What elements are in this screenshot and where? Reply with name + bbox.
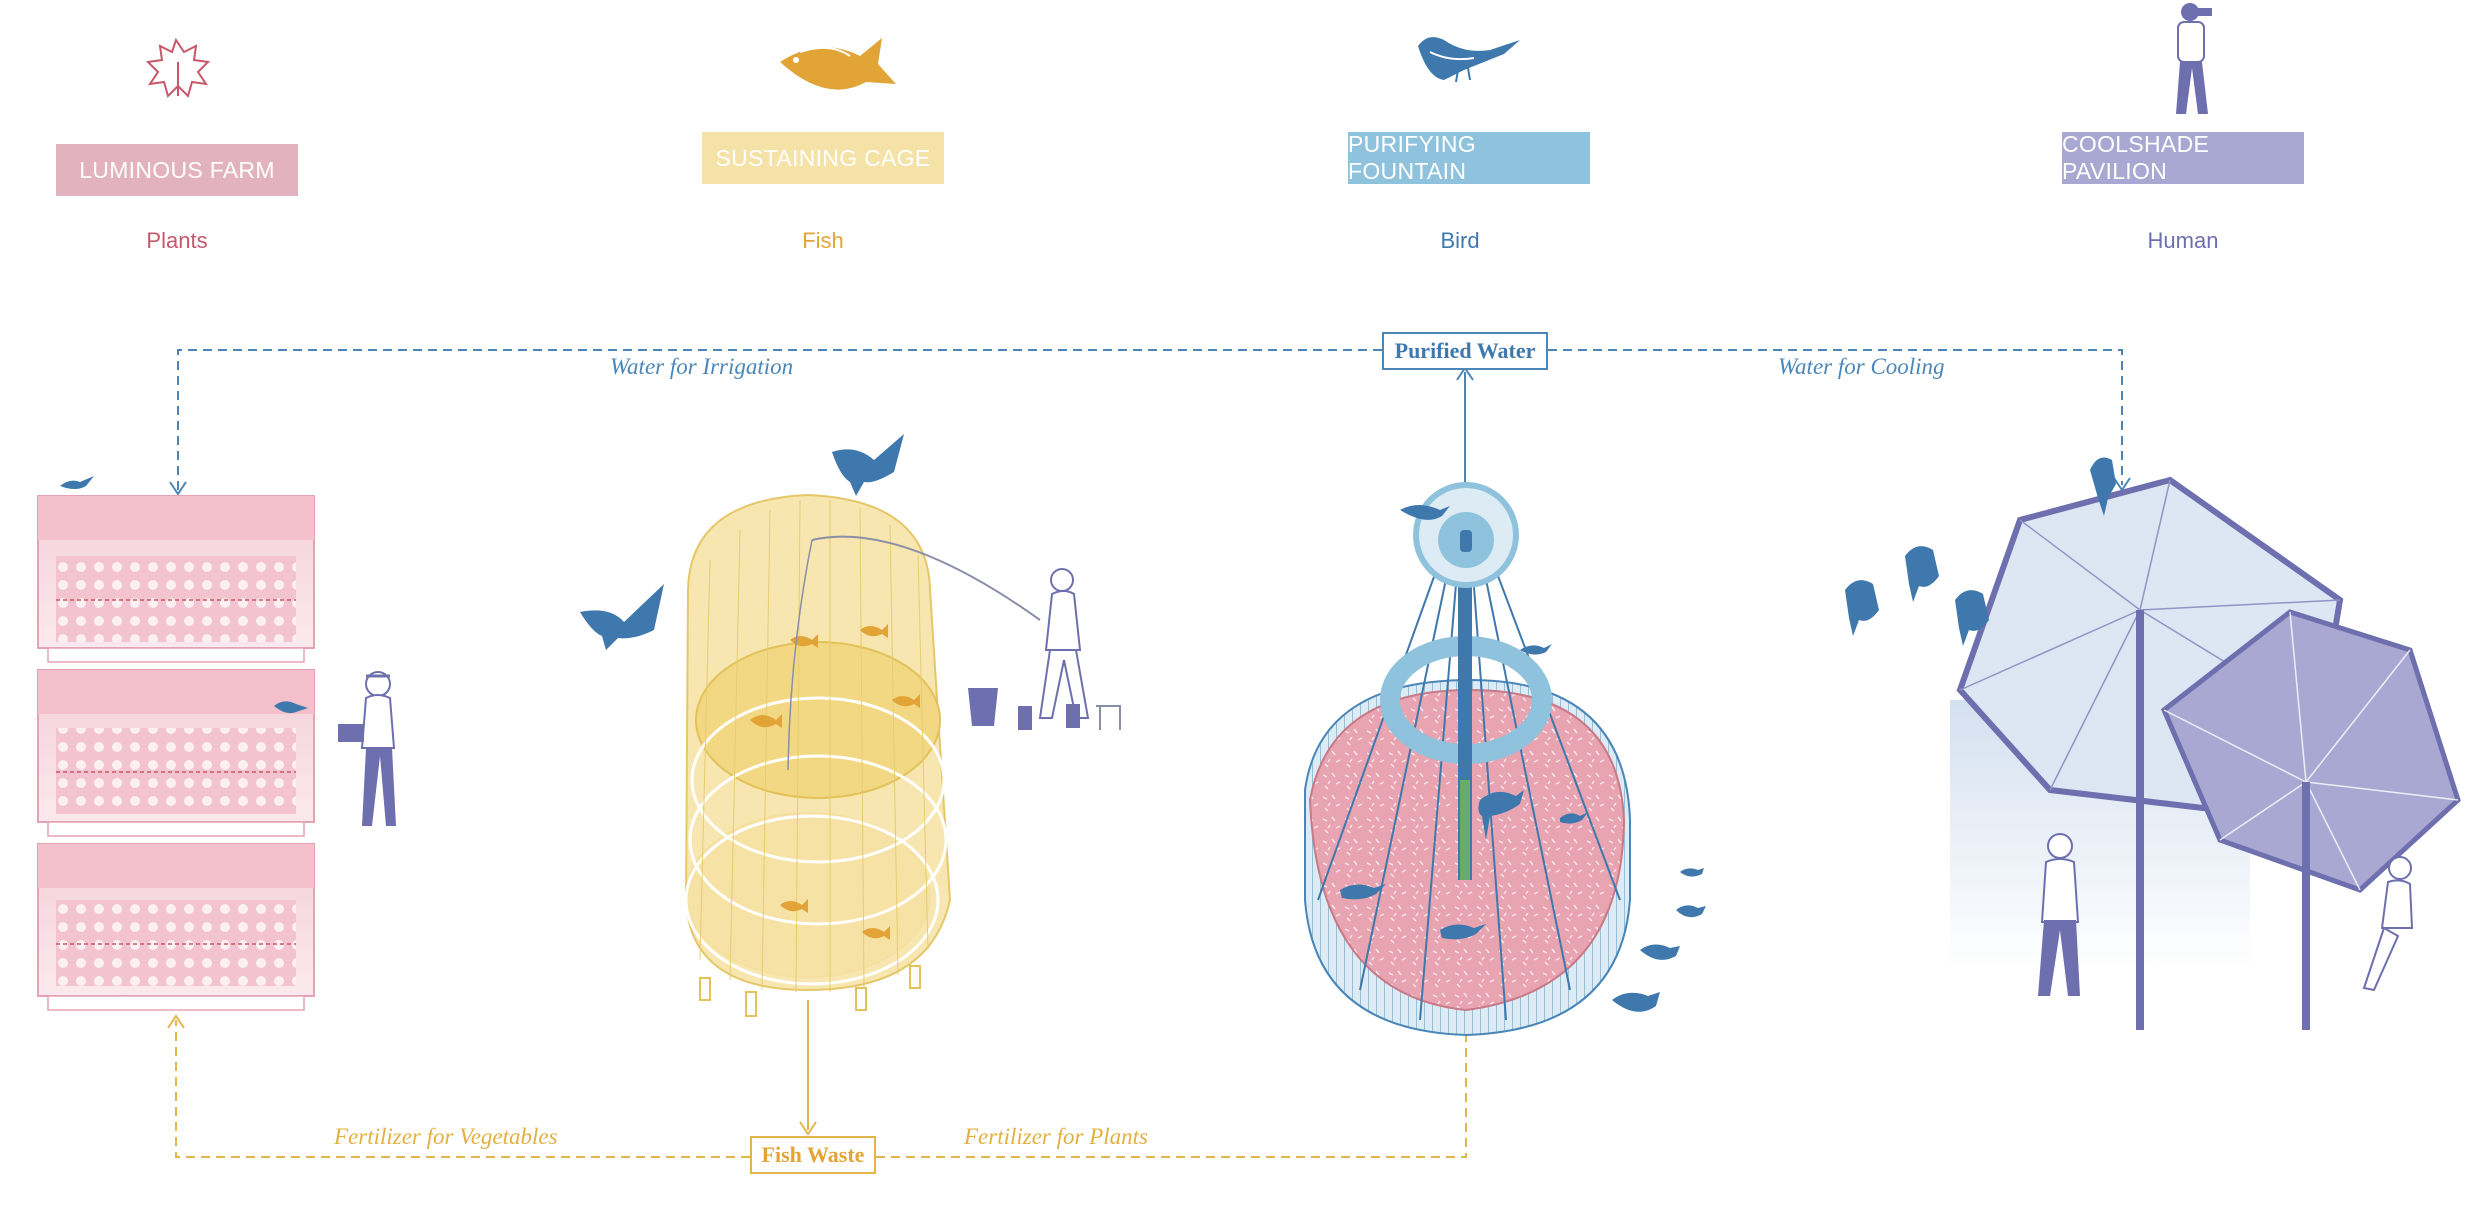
farm-racks	[37, 476, 315, 1011]
farm-shelf	[37, 495, 315, 663]
fertilizer-arrow-farm	[167, 1014, 185, 1029]
coolshade-pavilion-label: COOLSHADE PAVILION	[2062, 131, 2304, 184]
fisher-figure	[968, 568, 1121, 730]
water-arrow-farm	[169, 481, 187, 496]
waste-flow-lines	[175, 1020, 1467, 1158]
species-fish: Fish	[802, 228, 844, 253]
fertilizer-for-vegetables-label: Fertilizer for Vegetables	[334, 1124, 558, 1149]
species-human: Human	[2147, 228, 2219, 253]
purifying-fountain	[1304, 482, 1706, 1037]
human-figure	[2038, 833, 2080, 996]
eagle-figure	[832, 434, 904, 496]
farm-shelf	[37, 669, 315, 837]
farm-shelf	[37, 843, 315, 1011]
luminous-farm-label: LUMINOUS FARM	[56, 144, 298, 196]
species-plants: Plants	[146, 228, 208, 253]
purified-water-box: Purified Water	[1382, 332, 1548, 370]
sustaining-cage-label: SUSTAINING CAGE	[702, 132, 944, 184]
purifying-fountain-label: PURIFYING FOUNTAIN	[1348, 131, 1590, 184]
fish-icon	[780, 38, 896, 90]
fish-waste-arrow	[799, 1121, 817, 1136]
water-for-irrigation-label: Water for Irrigation	[610, 354, 794, 379]
water-for-cooling-label: Water for Cooling	[1778, 354, 1945, 379]
coolshade-pavilion	[1845, 457, 2461, 1030]
water-flow-lines	[177, 349, 2123, 490]
bird-icon	[1418, 37, 1520, 83]
farmer-figure	[338, 671, 396, 826]
bird-figure	[274, 701, 308, 714]
eagle-figure	[580, 584, 664, 650]
human-figure	[2362, 856, 2414, 992]
fish-cage	[684, 493, 1041, 1017]
bird-figure	[60, 476, 94, 489]
species-bird: Bird	[1440, 228, 1480, 253]
fertilizer-for-plants-label: Fertilizer for Plants	[964, 1124, 1148, 1149]
human-icon	[2176, 3, 2212, 114]
fish-waste-box: Fish Waste	[750, 1136, 876, 1174]
leaf-icon	[145, 37, 211, 98]
